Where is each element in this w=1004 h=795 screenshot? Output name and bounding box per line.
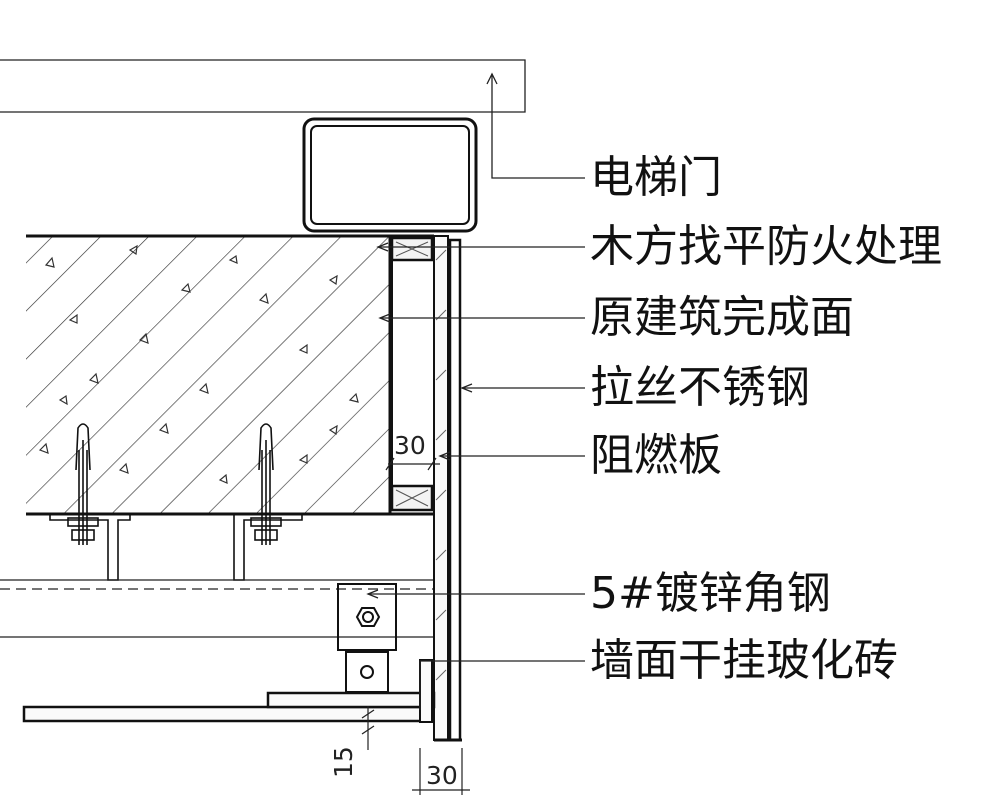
angle-steel-brackets xyxy=(49,514,303,581)
dimension-board-thickness: 30 xyxy=(394,431,426,460)
label-elevator-door: 电梯门 xyxy=(590,152,722,203)
dimension-30-tile xyxy=(412,748,470,795)
label-original-building-surface: 原建筑完成面 xyxy=(590,292,854,343)
dimension-tile-thickness: 30 xyxy=(426,761,458,790)
elevator-door-frame xyxy=(0,59,526,113)
anchor-bolt-right xyxy=(250,423,282,545)
anchor-bolt-left xyxy=(67,423,99,545)
dimension-30-board xyxy=(385,457,440,471)
label-brushed-stainless-steel: 拉丝不锈钢 xyxy=(590,362,810,413)
label-wood-fire-treatment: 木方找平防火处理 xyxy=(590,221,942,272)
fire-retardant-board xyxy=(433,235,449,741)
brushed-stainless-steel xyxy=(434,238,462,742)
dimension-15-gap xyxy=(361,706,375,750)
wood-block-top xyxy=(390,236,434,262)
label-galvanized-angle-steel: 5#镀锌角钢 xyxy=(590,568,831,619)
dry-hung-tile xyxy=(22,659,436,723)
galvanized-angle-plate xyxy=(337,583,397,703)
dimension-tile-gap: 15 xyxy=(329,746,358,778)
leader-lines xyxy=(366,72,585,710)
horizontal-keel xyxy=(0,579,434,638)
door-steel-tube xyxy=(302,117,478,233)
wood-block-bottom xyxy=(390,484,434,512)
label-fire-retardant-board: 阻燃板 xyxy=(590,430,722,481)
label-dry-hung-tile: 墙面干挂玻化砖 xyxy=(590,635,898,686)
